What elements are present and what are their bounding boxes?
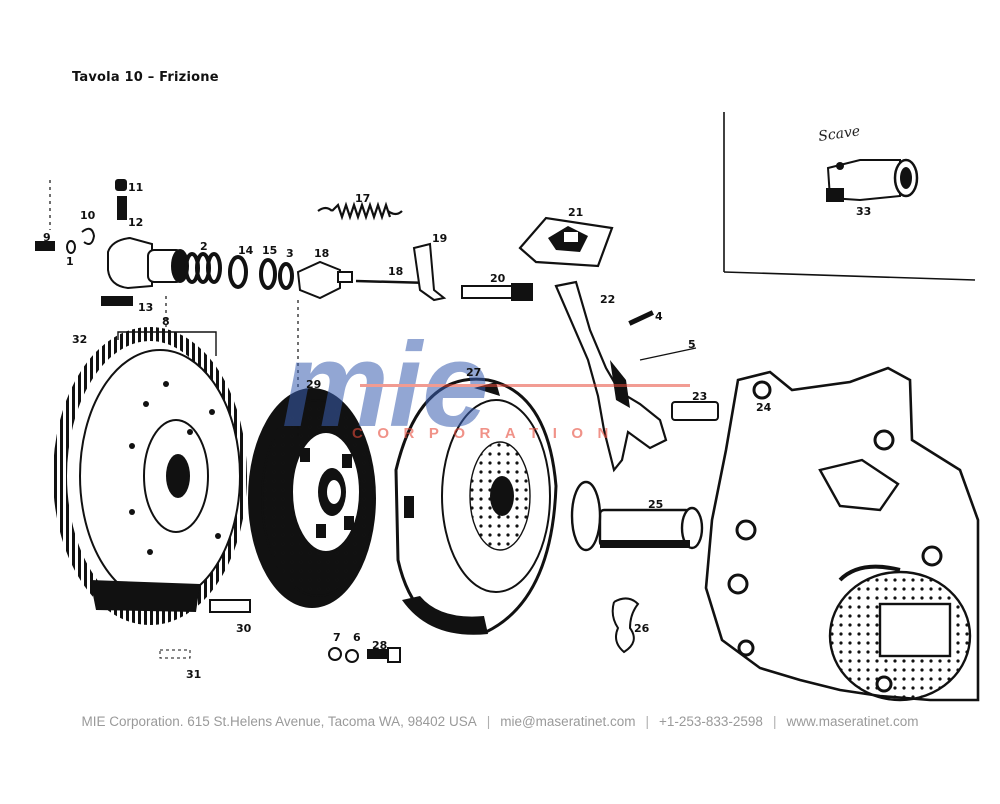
callout-label: 33: [856, 205, 871, 218]
callout-labels: 1 2 3 4 5 6 7 8 9 10 11 12 13 14 15 17 1…: [43, 181, 871, 681]
washers-and-bolt: [328, 647, 401, 663]
callout-label: 29: [306, 378, 321, 391]
callout-label: 1: [66, 255, 74, 268]
callout-label: 8: [162, 315, 170, 328]
callout-label: 30: [236, 622, 252, 635]
callout-label: 27: [466, 366, 481, 379]
callout-label: 12: [128, 216, 143, 229]
callout-label: 9: [43, 231, 51, 244]
small-parts-row: [35, 179, 533, 306]
footer-website-link[interactable]: www.maseratinet.com: [786, 714, 919, 729]
callout-label: 28: [372, 639, 387, 652]
pressure-plate-27: [394, 377, 558, 635]
callout-label: 20: [490, 272, 506, 285]
flywheel-8: [53, 327, 251, 659]
slave-cylinder-33: [826, 158, 919, 202]
callout-label: 17: [355, 192, 370, 205]
footer-email-link[interactable]: mie@maseratinet.com: [500, 714, 636, 729]
callout-label: 10: [80, 209, 96, 222]
callout-label: 22: [600, 293, 615, 306]
inset-frame: [723, 112, 976, 281]
callout-label: 5: [688, 338, 696, 351]
spring-17: [317, 201, 403, 221]
callout-label: 19: [432, 232, 447, 245]
callout-label: 2: [200, 240, 208, 253]
callout-label: 21: [568, 206, 583, 219]
page-title: Tavola 10 – Frizione: [72, 70, 219, 85]
construction-lines: [49, 180, 299, 440]
callout-label: 23: [692, 390, 707, 403]
callout-label: 15: [262, 244, 277, 257]
callout-label: 7: [333, 631, 341, 644]
watermark-subtitle: CORPORATION: [352, 425, 623, 442]
footer-separator: |: [772, 714, 777, 729]
footer-separator: |: [486, 714, 491, 729]
callout-label: 11: [128, 181, 143, 194]
callout-label: 14: [238, 244, 254, 257]
footer: MIE Corporation. 615 St.Helens Avenue, T…: [0, 714, 1000, 729]
callout-label: 31: [186, 668, 201, 681]
watermark: mie: [282, 318, 690, 452]
callout-label: 18: [314, 247, 329, 260]
footer-company: MIE Corporation. 615 St.Helens Avenue, T…: [81, 714, 477, 729]
callout-label: 26: [634, 622, 650, 635]
guide-tube-25: [570, 480, 704, 552]
callout-label: 3: [286, 247, 294, 260]
footer-separator: |: [645, 714, 649, 729]
inset-handwritten-note: Scave: [817, 123, 861, 145]
callout-label: 24: [756, 401, 772, 414]
callout-label: 4: [655, 310, 663, 323]
callout-label: 25: [648, 498, 663, 511]
footer-phone: +1-253-833-2598: [658, 714, 763, 729]
retaining-clip-26: [611, 597, 640, 654]
clutch-disc-29: [248, 388, 376, 608]
bell-housing: [704, 366, 980, 702]
rubber-boot-21: [518, 216, 614, 268]
callout-label: 13: [138, 301, 153, 314]
bolt-23: [671, 401, 719, 421]
callout-label: 6: [353, 631, 361, 644]
callout-label: 18: [388, 265, 403, 278]
callout-label: 32: [72, 333, 87, 346]
